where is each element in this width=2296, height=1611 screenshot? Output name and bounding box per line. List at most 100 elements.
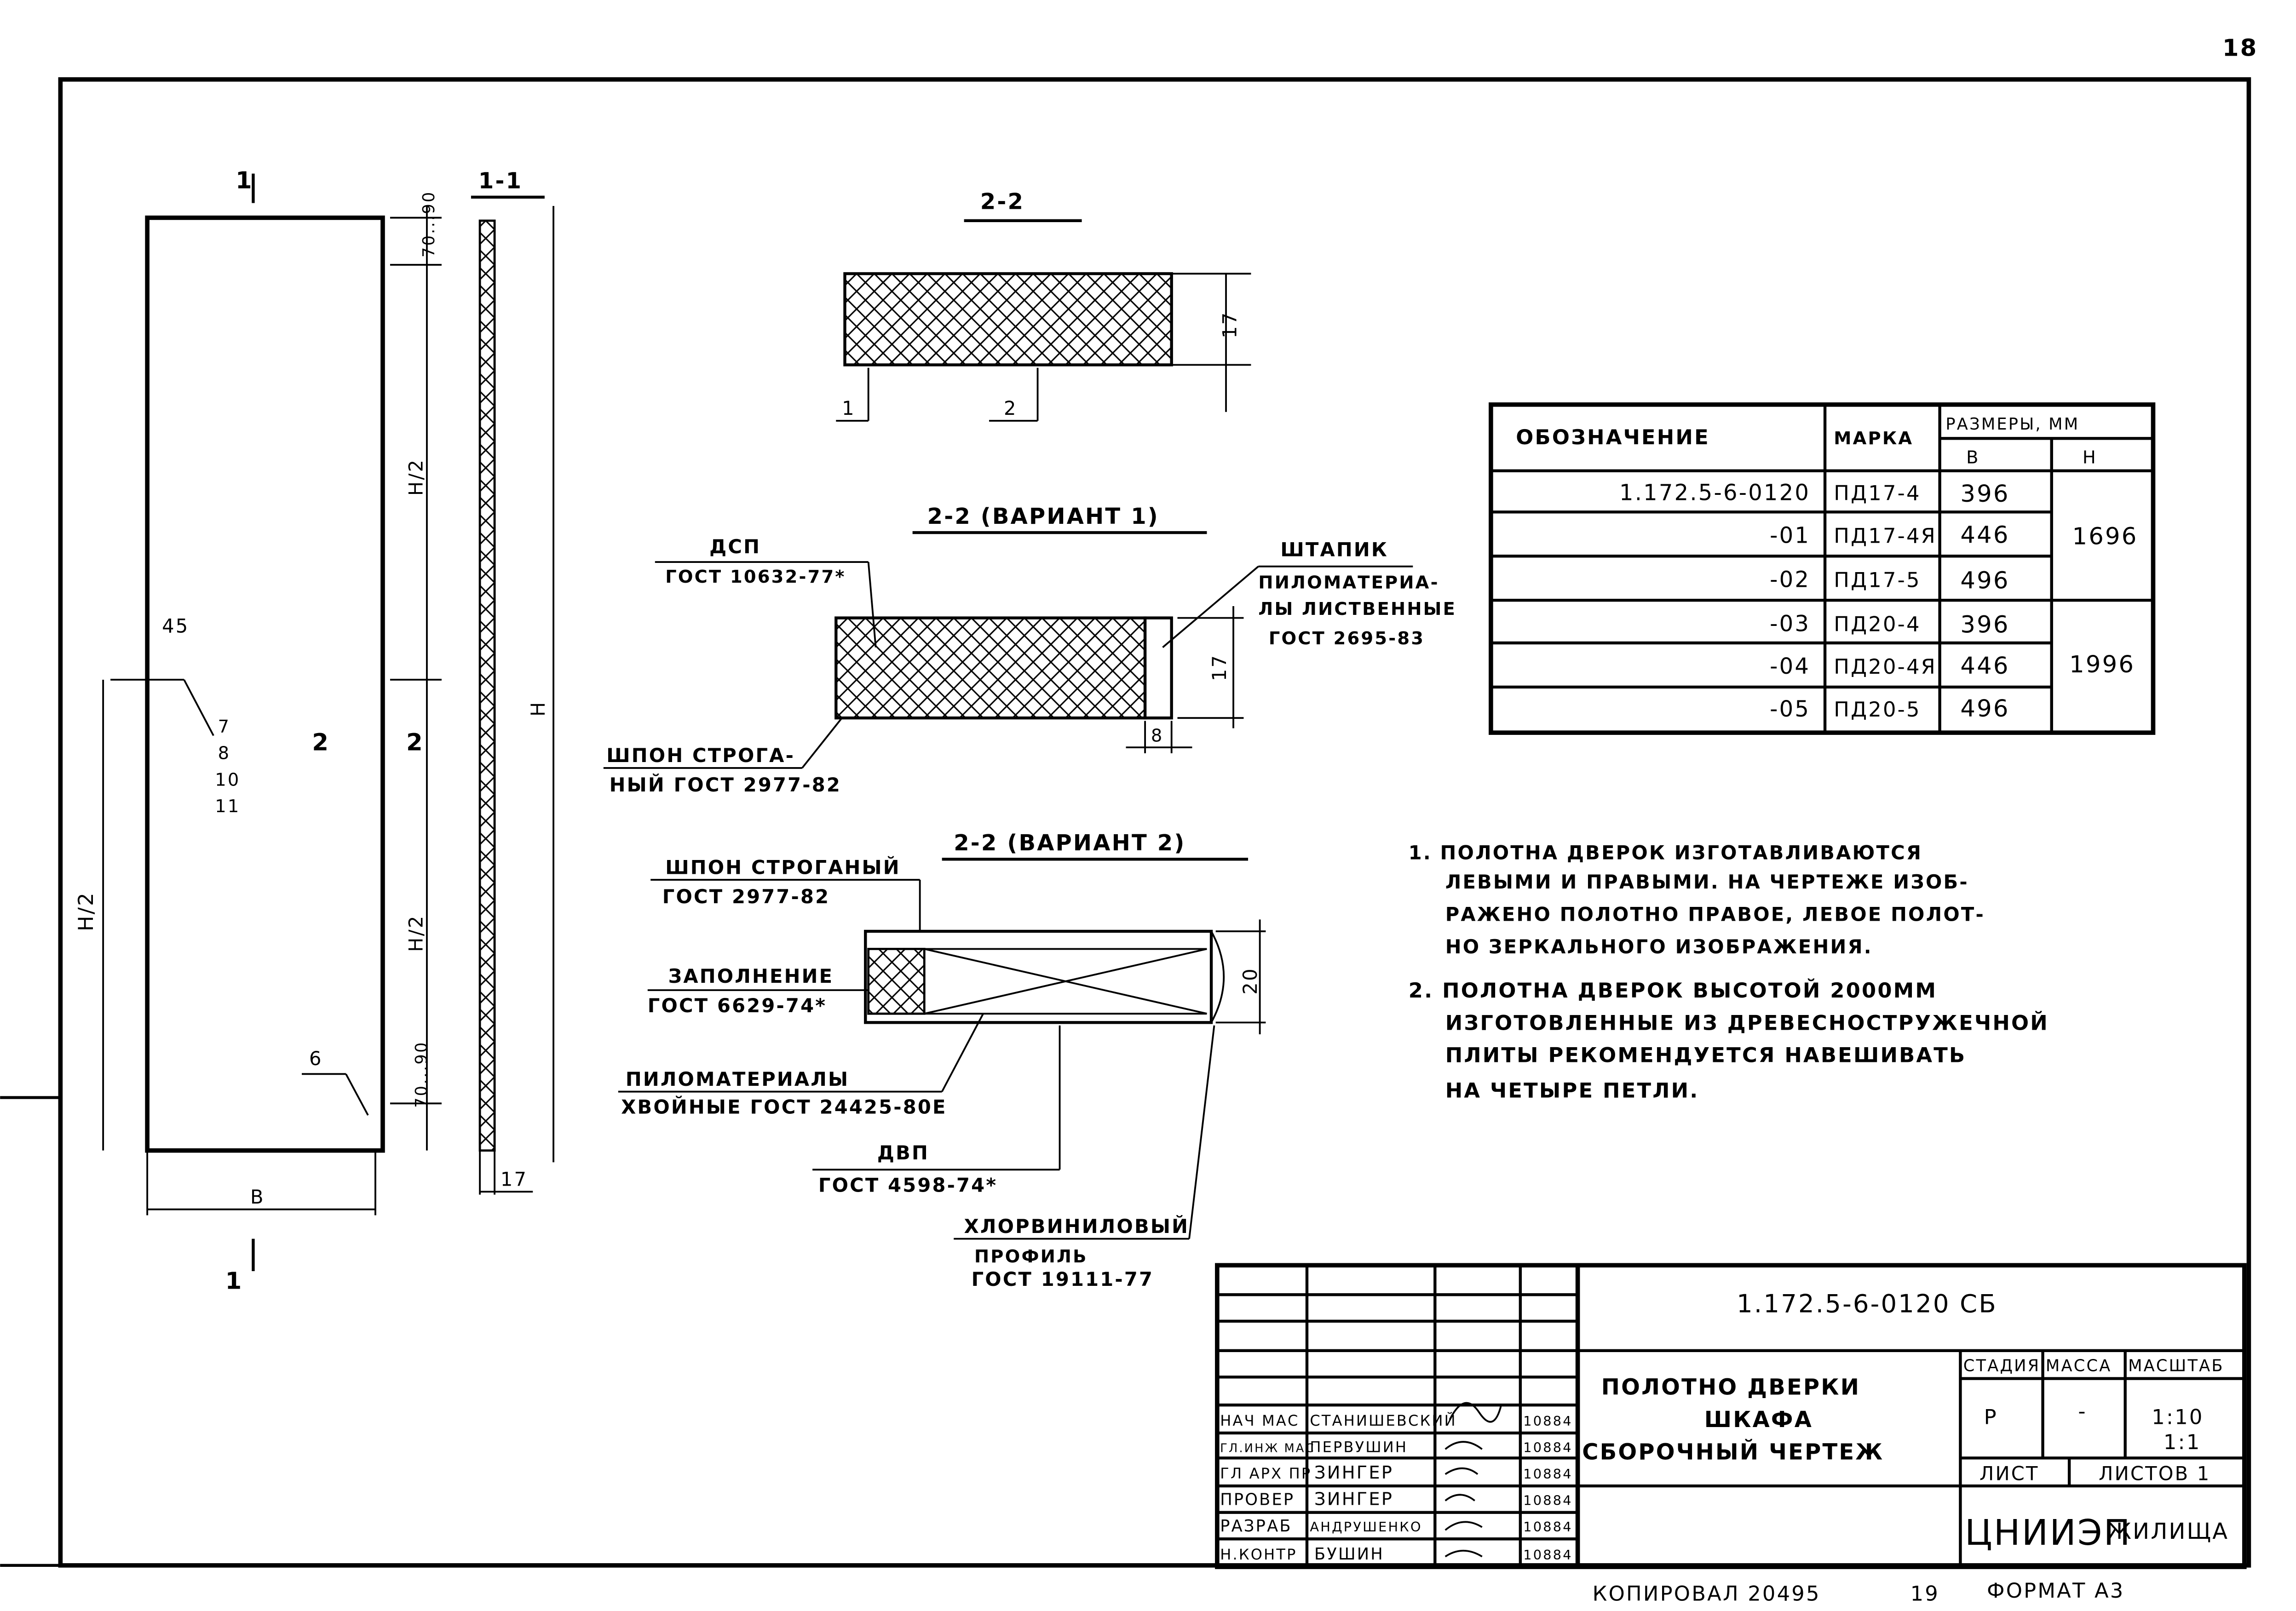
spec_table-rows-0-mark: ПД17-4 [1834,481,1921,505]
notes-7: НА ЧЕТЫРЕ ПЕТЛИ. [1445,1078,1699,1103]
sheet-frame [58,77,2251,1568]
header-designation: ОБОЗНАЧЕНИЕ [1516,425,1710,449]
title_block-sheet_label: ЛИСТ [1980,1462,2039,1485]
title_block-signers-4-role: РАЗРАБ [1220,1517,1292,1536]
variant1-thickness: 17 [1208,654,1231,681]
spec_table-rows-5-mark: ПД20-5 [1834,697,1921,722]
title_block-signers-3-date: 10884 [1523,1493,1573,1508]
footer: КОПИРОВАЛ 20495 19 ФОРМАТ А3 [1593,1578,2124,1606]
elevation-section2_right: 2 [406,729,424,757]
variant1-shtapik: ШТАПИК [1280,538,1388,561]
title_block-signers-1-role: ГЛ.ИНЖ МАС [1220,1441,1315,1455]
title_block-signers-4-date: 10884 [1523,1519,1573,1535]
title_block-signers-5-name: БУШИН [1314,1545,1384,1564]
title_block-title2: ШКАФА [1704,1407,1813,1433]
elevation-hinge_offset: 45 [162,615,189,637]
spec_table-rows-1-mark: ПД17-4Я [1834,523,1937,548]
elevation-width_label: B [250,1186,265,1208]
section_2_2-thickness: 17 [1218,311,1241,338]
variant2-title: 2-2 (ВАРИАНТ 2) [954,830,1185,856]
spec_table-rows-5-designation: -05 [1770,696,1810,722]
title_block-scale2: 1:1 [2164,1430,2201,1454]
spec_table-rows-3-designation: -03 [1770,611,1810,636]
variant2-thickness: 20 [1239,967,1261,994]
elevation-callouts-0: 7 [218,717,231,737]
elevation-callout_6: 6 [309,1047,323,1070]
title_block-scale_label: МАСШТАБ [2128,1357,2224,1376]
elevation-section_mark: 1 [225,1267,243,1295]
section-variant-2: 2-2 (ВАРИАНТ 2) ШПОН СТРОГАНЫЙ ГОСТ 2977… [618,830,1266,1290]
notes-2: РАЖЕНО ПОЛОТНО ПРАВОЕ, ЛЕВОЕ ПОЛОТ- [1445,903,1985,926]
section_2_2-title: 2-2 [980,189,1024,214]
variant2-fill_gost: ГОСТ 6629-74* [648,994,827,1017]
title_block-signers-4-name: АНДРУШЕНКО [1310,1519,1422,1535]
spec_table-rows-4-b: 446 [1960,652,2009,680]
notes-1: ЛЕВЫМИ И ПРАВЫМИ. НА ЧЕРТЕЖЕ ИЗОБ- [1445,871,1969,893]
section-2-2: 2-2 17 1 2 [836,189,1251,422]
variant2-fill: ЗАПОЛНЕНИЕ [668,965,834,987]
notes-4: 2. ПОЛОТНА ДВЕРОК ВЫСОТОЙ 2000ММ [1409,978,1937,1003]
doc-code: 1.172.5-6-0120 СБ [1737,1290,1997,1319]
spec_table-rows-2-designation: -02 [1770,567,1810,592]
elevation-top_gap: 70...90 [420,190,438,257]
variant1-lumber2: ЛЫ ЛИСТВЕННЫЕ [1258,599,1456,619]
spec_table-rows-1-b: 446 [1960,521,2009,549]
title_block-scale1: 1:10 [2152,1405,2204,1429]
footer-format: ФОРМАТ А3 [1987,1578,2124,1603]
variant2-lumber2: ХВОЙНЫЕ ГОСТ 24425-80Е [621,1096,947,1118]
elevation-callouts-2: 10 [215,769,240,790]
footer-copied: КОПИРОВАЛ 20495 [1593,1582,1821,1606]
elevation-height_half_bottom: H/2 [404,914,427,952]
section_2_2-callout_2: 2 [1004,397,1018,419]
spec_table-rows-4-mark: ПД20-4Я [1834,654,1937,679]
page-number: 18 [2222,34,2258,62]
title_block-signers-1-date: 10884 [1523,1439,1573,1455]
footer-num: 19 [1910,1582,1939,1606]
elevation-callouts-3: 11 [215,796,240,817]
variant1-veneer2: НЫЙ ГОСТ 2977-82 [610,774,841,796]
variant1-lumber_gost: ГОСТ 2695-83 [1269,628,1425,649]
notes-3: НО ЗЕРКАЛЬНОГО ИЗОБРАЖЕНИЯ. [1445,935,1873,958]
elevation-section_mark: 1 [236,166,253,194]
spec_table-h_groups-1: 1996 [2069,651,2135,678]
elevation-bottom_gap: 70...90 [412,1041,431,1107]
variant1-veneer1: ШПОН СТРОГА- [606,744,795,767]
spec_table-rows-0-b: 396 [1960,480,2009,508]
elevation-section2_left: 2 [312,729,330,757]
spec_table-headers-b: B [1966,447,1980,468]
title_block-mass: - [2078,1399,2087,1423]
title_block-stage_label: СТАДИЯ [1963,1357,2041,1376]
spec-table: ОБОЗНАЧЕНИЕ МАРКА РАЗМЕРЫ, ММ B H 1.172.… [1489,402,2156,735]
spec_table-rows-2-b: 496 [1960,567,2009,595]
variant1-lumber1: ПИЛОМАТЕРИА- [1258,573,1439,593]
title_block-org2: ЖИЛИЩА [2107,1519,2229,1544]
title_block-signers-0-date: 10884 [1523,1413,1573,1429]
section-1-1: 1-1 H 17 [471,168,554,1195]
title_block-signers-3-role: ПРОВЕР [1220,1491,1295,1509]
org-logo: ЦНИИЭП [1965,1513,2132,1554]
variant2-pvc_gost: ГОСТ 19111-77 [972,1268,1154,1290]
title_block-signers-2-name: ЗИНГЕР [1314,1462,1393,1483]
notes: 1. ПОЛОТНА ДВЕРОК ИЗГОТАВЛИВАЮТСЯ ЛЕВЫМИ… [1409,841,2049,1103]
doc-title: ПОЛОТНО ДВЕРКИ [1601,1375,1860,1400]
title_block-signers-2-role: ГЛ АРХ ПР [1220,1465,1312,1482]
spec_table-rows-3-mark: ПД20-4 [1834,612,1921,636]
variant1-dsp_gost: ГОСТ 10632-77* [665,567,846,587]
elevation-height_half_top: H/2 [404,459,427,496]
spec_table-rows-1-designation: -01 [1770,522,1810,548]
section_1_1-thickness: 17 [501,1168,528,1190]
title_block-signers-5-role: Н.КОНТР [1220,1546,1297,1563]
title_block-signers-5-date: 10884 [1523,1547,1573,1563]
spec_table-headers-mark: МАРКА [1834,428,1913,449]
notes-6: ПЛИТЫ РЕКОМЕНДУЕТСЯ НАВЕШИВАТЬ [1445,1043,1967,1067]
title_block-sheets_label: ЛИСТОВ 1 [2099,1462,2210,1485]
variant2-dvp_gost: ГОСТ 4598-74* [818,1174,997,1196]
variant2-veneer: ШПОН СТРОГАНЫЙ [665,856,901,878]
spec_table-headers-h: H [2083,447,2097,468]
section_1_1-height_label: H [527,700,549,716]
title_block-signers-2-date: 10884 [1523,1466,1573,1482]
title_block-signers-0-role: НАЧ МАС [1220,1412,1299,1429]
variant1-dsp: ДСП [709,535,761,558]
notes-5: ИЗГОТОВЛЕННЫЕ ИЗ ДРЕВЕСНОСТРУЖЕЧНОЙ [1445,1010,2049,1035]
spec_table-rows-2-mark: ПД17-5 [1834,568,1921,592]
